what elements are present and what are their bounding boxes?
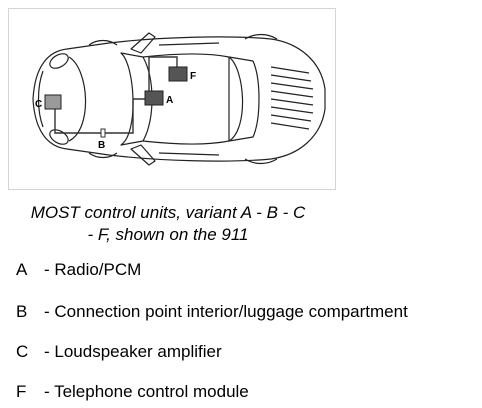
legend-description: - Radio/PCM	[44, 260, 142, 279]
legend-item-c: C - Loudspeaker amplifier	[0, 340, 482, 364]
connector-b	[100, 128, 106, 138]
hood-line	[68, 56, 87, 142]
legend-key: B	[16, 302, 28, 321]
caption-line-1: MOST control units, variant A - B - C	[30, 203, 306, 222]
mirror-left	[130, 32, 156, 54]
figure-caption: MOST control units, variant A - B - C - …	[0, 202, 336, 246]
legend-item-f: F - Telephone control module	[0, 380, 482, 404]
module-a	[144, 90, 164, 106]
caption-line-2: - F, shown on the 911	[87, 225, 249, 244]
legend-key: F	[16, 382, 27, 401]
rear-window	[228, 56, 260, 142]
rear-wheel-right	[244, 158, 278, 165]
label-a: A	[166, 95, 173, 106]
front-wheel-right	[88, 152, 118, 159]
rear-grille	[270, 66, 314, 130]
legend-key: A	[16, 260, 28, 279]
car-diagram-frame: C A F B	[8, 8, 336, 190]
legend-description: - Loudspeaker amplifier	[44, 342, 222, 361]
legend-key: C	[16, 342, 29, 361]
door-line-right	[158, 152, 220, 156]
legend-item-b: B - Connection point interior/luggage co…	[0, 300, 482, 324]
wire-b-to-a	[105, 98, 145, 134]
wire-a-to-f	[148, 56, 178, 93]
headlight-right	[49, 129, 69, 145]
legend-item-a: A - Radio/PCM	[0, 258, 482, 282]
front-wheel-left	[88, 39, 118, 46]
label-c: C	[35, 99, 42, 110]
legend-description: - Telephone control module	[44, 382, 249, 401]
front-bumper	[37, 70, 44, 128]
car-body-outline	[32, 36, 326, 162]
module-c	[44, 94, 62, 110]
roof	[142, 53, 230, 145]
label-b: B	[98, 140, 105, 151]
wire-c-to-b	[54, 107, 101, 134]
car-outline	[32, 32, 326, 166]
label-f: F	[190, 71, 196, 82]
mirror-right	[130, 144, 156, 166]
most-wiring	[54, 56, 178, 134]
headlight-left	[49, 53, 69, 69]
legend-description: - Connection point interior/luggage comp…	[44, 302, 408, 321]
rear-wheel-left	[244, 33, 278, 40]
door-line-left	[158, 42, 220, 46]
car-diagram: C A F B	[32, 32, 326, 166]
module-f	[168, 66, 188, 82]
